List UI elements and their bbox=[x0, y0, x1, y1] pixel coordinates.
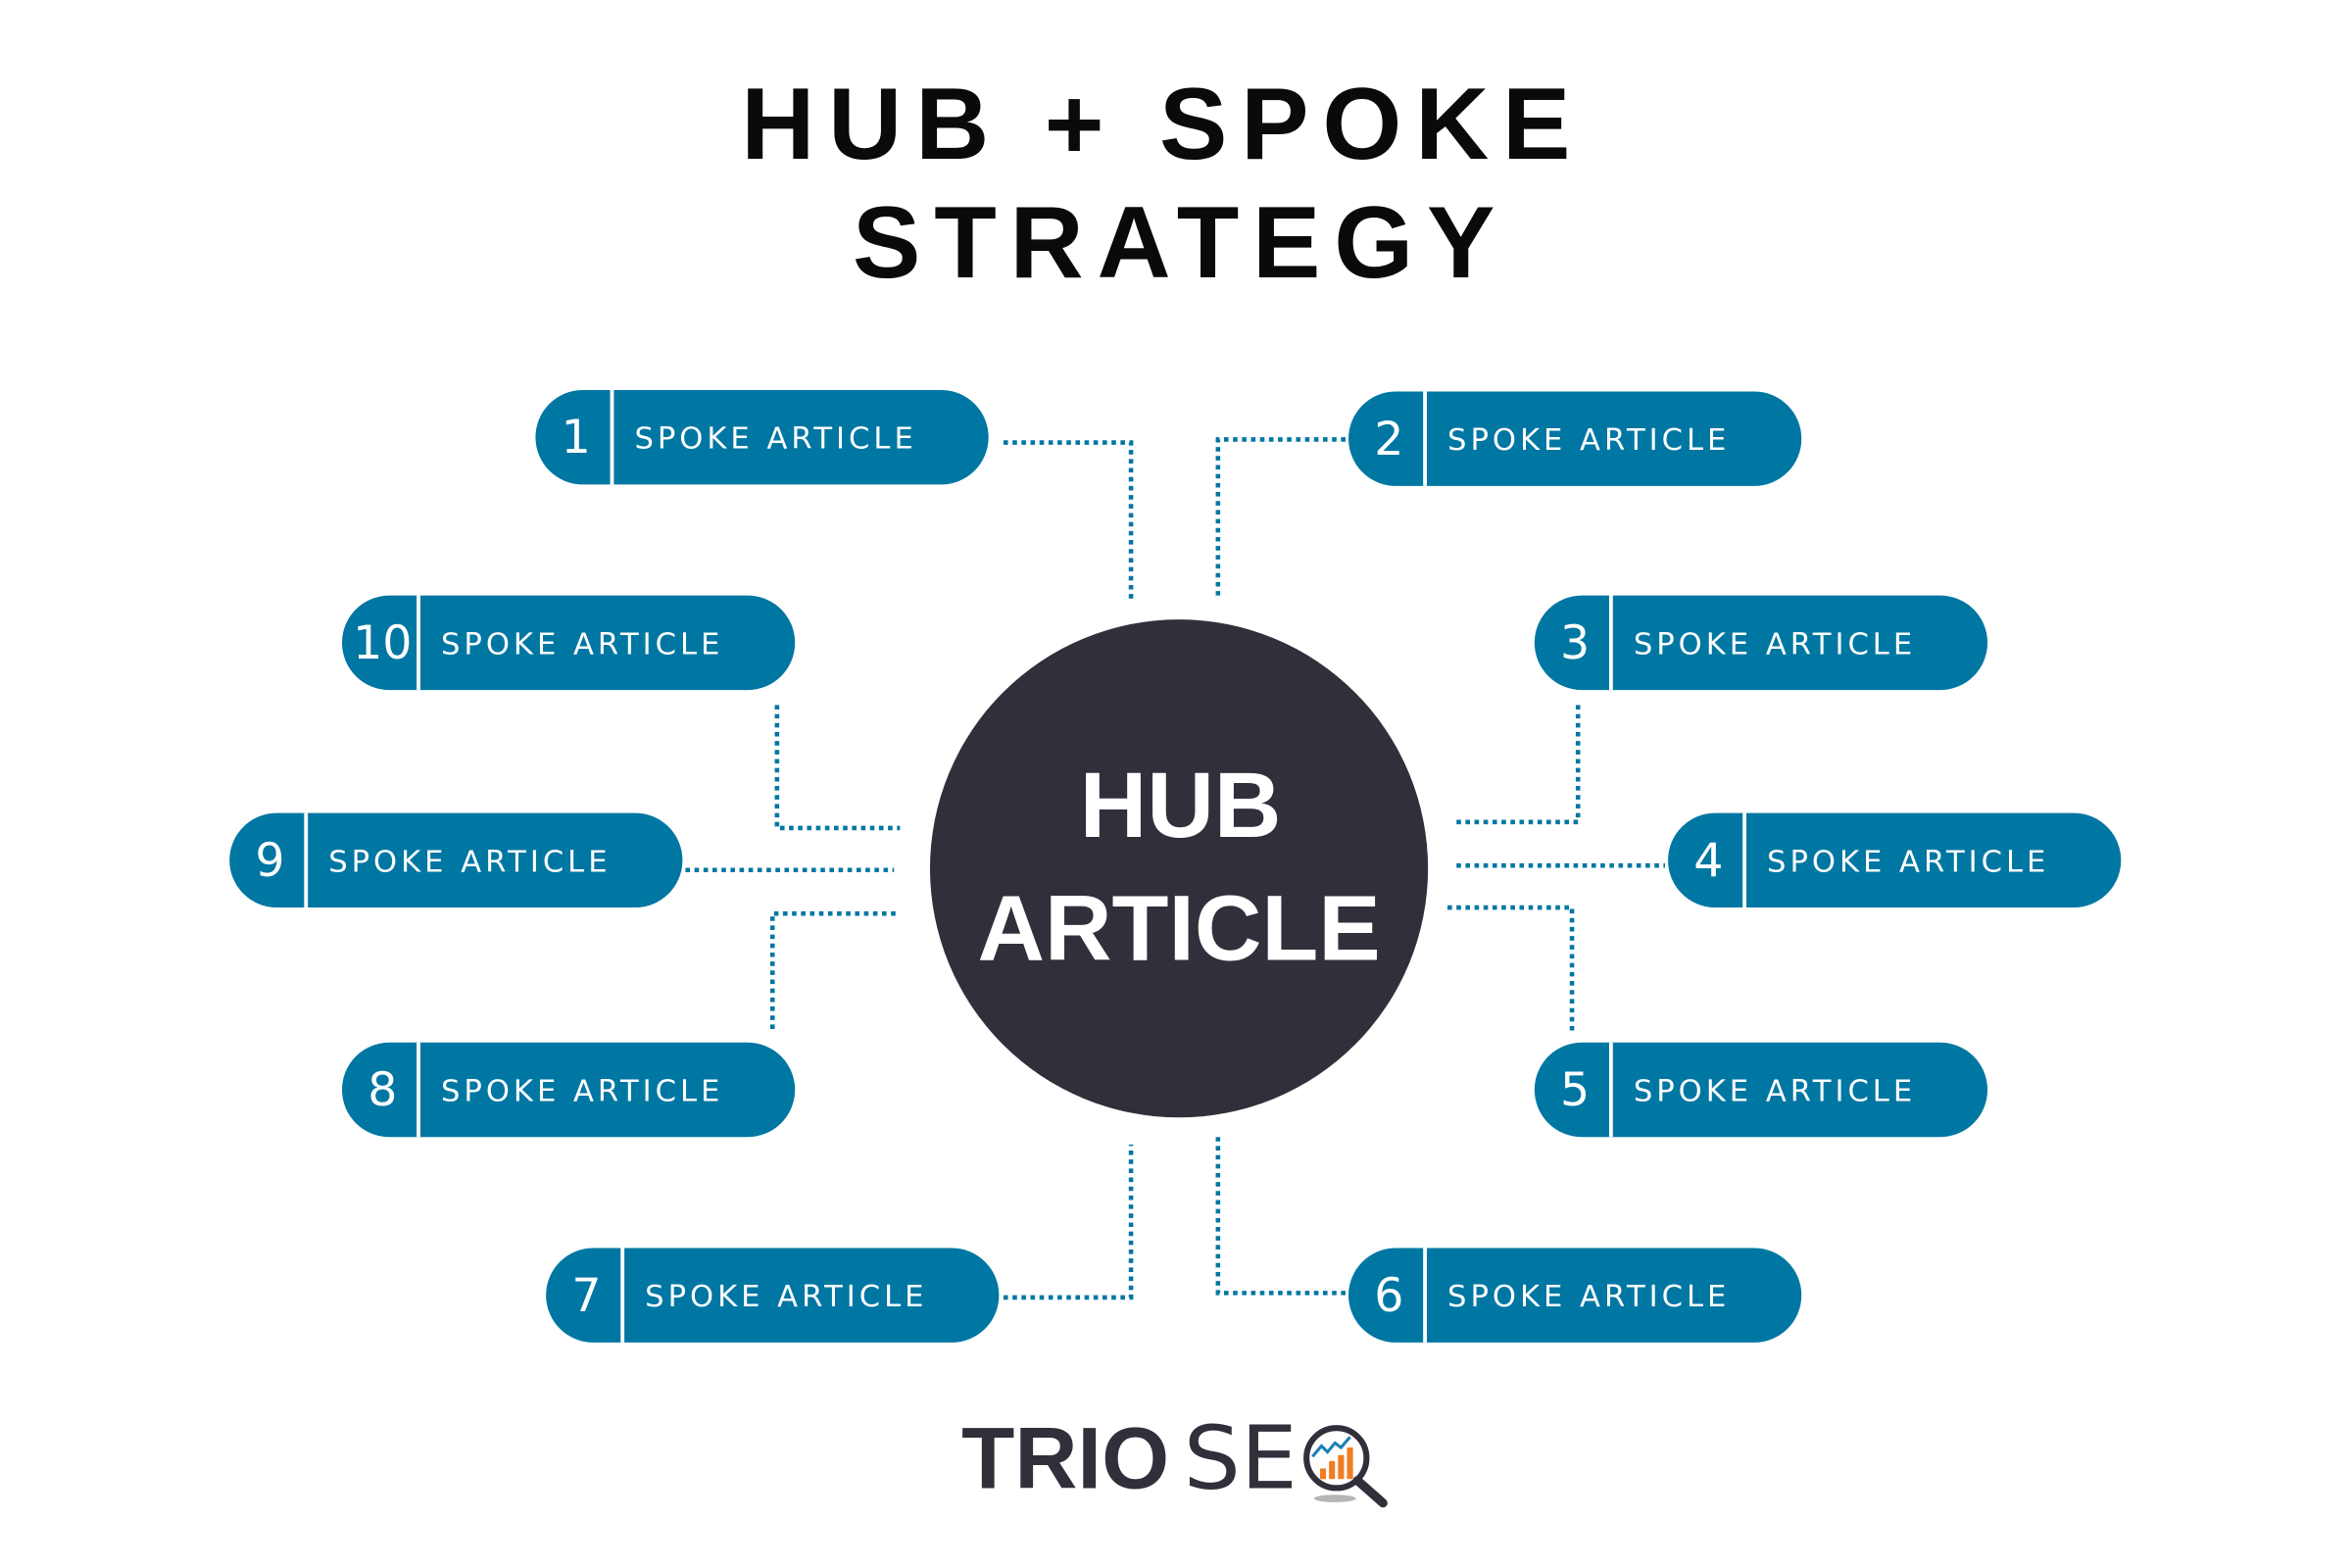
spoke-pill-background bbox=[535, 389, 989, 485]
spoke-label: SPOKE ARTICLE bbox=[1634, 627, 1916, 662]
title-line-1: HUB + SPOKE bbox=[741, 68, 1584, 181]
spoke-number: 10 bbox=[353, 616, 412, 670]
spoke-pill-2: 2 SPOKE ARTICLE bbox=[1348, 391, 1802, 486]
spoke-pill-4: 4 SPOKE ARTICLE bbox=[1668, 812, 2122, 908]
connectors bbox=[685, 437, 1665, 1300]
spoke-pill-9: 9 SPOKE ARTICLE bbox=[229, 812, 683, 908]
spoke-pill-1: 1 SPOKE ARTICLE bbox=[535, 389, 989, 485]
hub-label-line-2: ARTICLE bbox=[978, 877, 1381, 981]
connector-line-8 bbox=[769, 910, 898, 1030]
spoke-pill-background bbox=[341, 1042, 796, 1138]
spoke-pill-background bbox=[1348, 391, 1802, 486]
spoke-pill-10: 10 SPOKE ARTICLE bbox=[341, 595, 796, 691]
spoke-pill-5: 5 SPOKE ARTICLE bbox=[1534, 1042, 1988, 1138]
spoke-pill-background bbox=[546, 1248, 1000, 1343]
spoke-number: 4 bbox=[1693, 834, 1723, 888]
connector-line-5 bbox=[1447, 905, 1575, 1033]
spoke-pill-background bbox=[229, 812, 683, 908]
spoke-label: SPOKE ARTICLE bbox=[645, 1280, 927, 1314]
spoke-number: 3 bbox=[1560, 616, 1590, 670]
hub-label-line-1: HUB bbox=[1080, 754, 1282, 858]
title-line-2: STRATEGY bbox=[853, 186, 1508, 300]
spoke-pill-3: 3 SPOKE ARTICLE bbox=[1534, 595, 1988, 691]
logo-text-bold: TRIO bbox=[961, 1409, 1169, 1506]
spoke-label: SPOKE ARTICLE bbox=[1634, 1074, 1916, 1108]
logo-text-thin: SE bbox=[1184, 1407, 1298, 1508]
spoke-pill-8: 8 SPOKE ARTICLE bbox=[341, 1042, 796, 1138]
spoke-pill-background bbox=[1668, 812, 2122, 908]
connector-line-2 bbox=[1215, 437, 1346, 596]
spoke-label: SPOKE ARTICLE bbox=[1767, 845, 2049, 879]
spoke-pill-6: 6 SPOKE ARTICLE bbox=[1348, 1248, 1802, 1343]
spoke-pill-background bbox=[341, 595, 796, 691]
hub-circle bbox=[929, 619, 1429, 1118]
spoke-label: SPOKE ARTICLE bbox=[1447, 1280, 1730, 1314]
spoke-number: 7 bbox=[571, 1269, 601, 1323]
spoke-label: SPOKE ARTICLE bbox=[328, 845, 611, 879]
spoke-number: 2 bbox=[1374, 413, 1403, 466]
spoke-label: SPOKE ARTICLE bbox=[441, 1074, 723, 1108]
spoke-pill-background bbox=[1534, 595, 1988, 691]
connector-line-6 bbox=[1215, 1137, 1346, 1296]
spoke-number: 5 bbox=[1560, 1063, 1590, 1117]
spoke-number: 9 bbox=[255, 834, 284, 888]
trioseo-logo: TRIO SE bbox=[961, 1407, 1388, 1508]
spoke-label: SPOKE ARTICLE bbox=[441, 627, 723, 662]
spoke-label: SPOKE ARTICLE bbox=[634, 422, 916, 457]
spoke-pill-background bbox=[1534, 1042, 1988, 1138]
magnifier-chart-icon bbox=[1303, 1425, 1388, 1508]
spoke-label: SPOKE ARTICLE bbox=[1447, 423, 1730, 458]
connector-line-1 bbox=[1003, 440, 1134, 601]
spoke-number: 6 bbox=[1374, 1269, 1403, 1323]
connector-line-10 bbox=[774, 705, 901, 831]
spoke-pill-background bbox=[1348, 1248, 1802, 1343]
spoke-number: 1 bbox=[562, 411, 591, 465]
spoke-pill-7: 7 SPOKE ARTICLE bbox=[546, 1248, 1000, 1343]
spoke-number: 8 bbox=[368, 1063, 397, 1117]
connector-line-7 bbox=[1003, 1144, 1134, 1300]
connector-line-3 bbox=[1451, 705, 1581, 825]
